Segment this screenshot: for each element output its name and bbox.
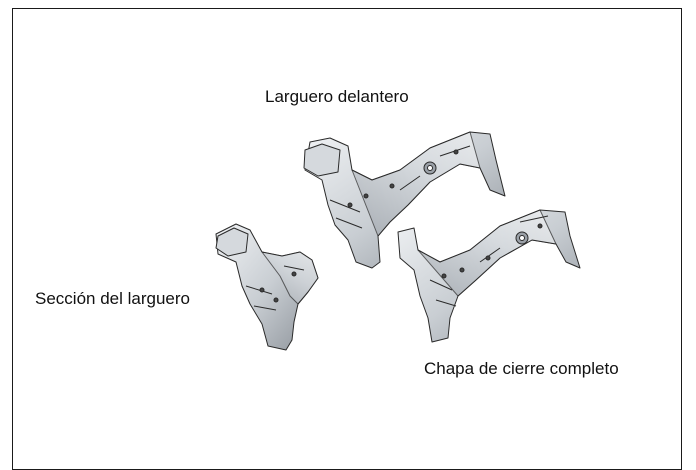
rail-section-part: [216, 224, 318, 350]
front-rail-label: Larguero delantero: [265, 87, 409, 107]
rail-section-label: Sección del larguero: [35, 289, 190, 309]
closing-plate-part: [398, 210, 580, 342]
closing-plate-label: Chapa de cierre completo: [424, 359, 619, 379]
